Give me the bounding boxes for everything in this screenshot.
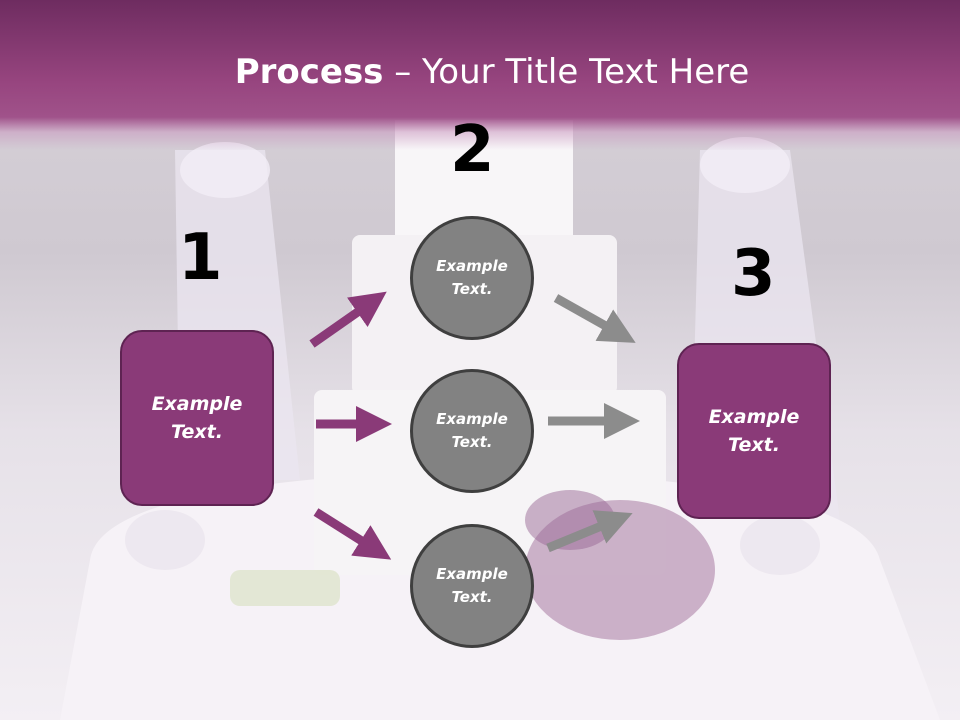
- step-number-1: 1: [178, 221, 223, 295]
- circle-3[interactable]: Example Text.: [410, 524, 534, 648]
- circle-2[interactable]: Example Text.: [410, 369, 534, 493]
- circle-1[interactable]: Example Text.: [410, 216, 534, 340]
- arrow-from-circle-3: [546, 510, 633, 553]
- header-band: [0, 0, 960, 150]
- step-1-label: Example Text.: [151, 392, 243, 444]
- arrow-to-circle-1: [309, 291, 387, 348]
- step-3-box[interactable]: Example Text.: [677, 343, 831, 519]
- step-number-3: 3: [731, 237, 776, 311]
- slide-title: Process – Your Title Text Here: [0, 52, 960, 92]
- step-number-2: 2: [450, 113, 495, 187]
- circle-3-label: Example Text.: [436, 564, 508, 606]
- arrow-to-circle-3: [313, 508, 392, 560]
- step-1-box[interactable]: Example Text.: [120, 330, 274, 506]
- circle-2-label: Example Text.: [436, 409, 508, 451]
- circle-1-label: Example Text.: [436, 256, 508, 298]
- step-3-label: Example Text.: [708, 405, 800, 457]
- title-rest: – Your Title Text Here: [383, 52, 750, 92]
- title-bold: Process: [234, 52, 384, 92]
- arrow-from-circle-1: [553, 294, 636, 343]
